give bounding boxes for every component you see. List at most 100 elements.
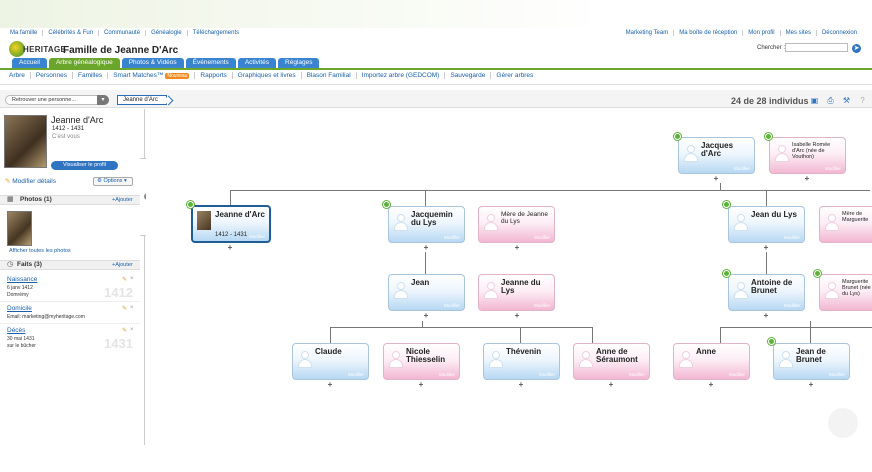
export-icon[interactable]: ▣	[810, 96, 819, 105]
add-relative-icon[interactable]: +	[808, 380, 814, 389]
print-icon[interactable]: ⎙	[827, 96, 834, 105]
person-card-antoine-de-brunet[interactable]: Antoine de Brunet Modifier	[728, 274, 805, 311]
subnav-reports[interactable]: Rapports	[194, 72, 231, 79]
pencil-icon[interactable]: ✎	[122, 328, 128, 334]
match-indicator-icon[interactable]	[768, 338, 775, 345]
person-card-marguerite-brunet[interactable]: Marguerite Brunet (née du Lys)	[819, 274, 872, 311]
tree-connector	[720, 327, 721, 343]
person-card-claude[interactable]: Claude Modifier	[292, 343, 369, 380]
pan-control-icon[interactable]	[828, 408, 858, 438]
female-silhouette-icon	[483, 281, 499, 299]
person-card-nicole-thiesselin[interactable]: Nicole Thiesselin Modifier	[383, 343, 460, 380]
find-person-select[interactable]: Retrouver une personne...▾	[5, 95, 109, 105]
add-relative-icon[interactable]: +	[708, 380, 714, 389]
delete-icon[interactable]: ×	[130, 327, 134, 333]
tab-home[interactable]: Accueil	[12, 58, 47, 68]
pencil-icon[interactable]: ✎	[122, 277, 128, 283]
fact-title-death[interactable]: Décès	[7, 327, 26, 334]
toplink-family[interactable]: Ma famille	[10, 30, 38, 36]
tab-family-tree[interactable]: Arbre généalogique	[48, 58, 120, 68]
options-button[interactable]: ⚙ Options ▾	[93, 177, 133, 186]
myheritage-logo[interactable]: HERITAGE	[9, 41, 66, 57]
female-silhouette-icon	[824, 281, 840, 299]
delete-icon[interactable]: ×	[130, 305, 134, 311]
userlink-profile[interactable]: Mon profil	[742, 30, 779, 36]
subnav-charts-books[interactable]: Graphiques et livres	[231, 72, 301, 79]
search-input[interactable]	[785, 43, 848, 52]
view-profile-button[interactable]: Visualiser le profil	[51, 161, 118, 170]
add-relative-icon[interactable]: +	[518, 380, 524, 389]
person-card-isabelle-romee[interactable]: Isabelle Romée d'Arc (née de Vouthon) Mo…	[769, 137, 846, 174]
person-card-jean-de-brunet[interactable]: Jean de Brunet Modifier	[773, 343, 850, 380]
add-relative-icon[interactable]: +	[327, 380, 333, 389]
person-card-mere-marguerite[interactable]: Mère de Marguerite	[819, 206, 872, 243]
add-relative-icon[interactable]: +	[423, 311, 429, 320]
add-fact-link[interactable]: +Ajouter	[112, 262, 133, 268]
add-relative-icon[interactable]: +	[423, 243, 429, 252]
edit-details-link[interactable]: ✎ Modifier détails	[5, 177, 56, 185]
add-relative-icon[interactable]: +	[713, 174, 719, 183]
tab-activities[interactable]: Activités	[237, 58, 277, 68]
fact-title-birth[interactable]: Naissance	[7, 276, 38, 283]
match-indicator-icon[interactable]	[674, 133, 681, 140]
match-indicator-icon[interactable]	[814, 270, 821, 277]
tab-events[interactable]: Événements	[185, 58, 236, 68]
wrench-icon[interactable]: ⚒	[842, 96, 851, 105]
subnav-coat-of-arms[interactable]: Blason Familial	[300, 72, 356, 79]
userlink-sites[interactable]: Mes sites	[779, 30, 816, 36]
toplink-genealogy[interactable]: Généalogie	[145, 30, 187, 36]
fact-title-residence[interactable]: Domicile	[7, 305, 32, 312]
photo-thumbnail[interactable]	[7, 211, 32, 246]
add-relative-icon[interactable]: +	[514, 243, 520, 252]
delete-icon[interactable]: ×	[130, 276, 134, 282]
subnav-import-gedcom[interactable]: Importez arbre (GEDCOM)	[355, 72, 445, 79]
subnav-backup[interactable]: Sauvegarde	[444, 72, 490, 79]
add-relative-icon[interactable]: +	[608, 380, 614, 389]
userlink-account[interactable]: Marketing Team	[625, 30, 669, 36]
toplink-downloads[interactable]: Téléchargements	[186, 30, 244, 36]
match-indicator-icon[interactable]	[723, 270, 730, 277]
chevron-down-icon[interactable]: ▾	[97, 95, 109, 105]
match-indicator-icon[interactable]	[383, 201, 390, 208]
search-go-icon[interactable]: ➤	[852, 44, 861, 53]
person-card-anne-de-seraumont[interactable]: Anne de Séraumont Modifier	[573, 343, 650, 380]
breadcrumb[interactable]: Jeanne d'Arc	[117, 95, 167, 105]
add-relative-icon[interactable]: +	[514, 311, 520, 320]
match-indicator-icon[interactable]	[765, 133, 772, 140]
add-photo-link[interactable]: +Ajouter	[112, 197, 133, 203]
profile-photo[interactable]	[4, 115, 47, 168]
tab-photos-videos[interactable]: Photos & Vidéos	[121, 58, 184, 68]
help-icon[interactable]: ?	[860, 96, 865, 105]
match-indicator-icon[interactable]	[723, 201, 730, 208]
person-card-jeanne-du-lys[interactable]: Jeanne du Lys Modifier	[478, 274, 555, 311]
add-relative-icon[interactable]: +	[763, 243, 769, 252]
male-silhouette-icon	[683, 144, 699, 162]
pencil-icon[interactable]: ✎	[122, 306, 128, 312]
person-card-jean[interactable]: Jean Modifier	[388, 274, 465, 311]
add-relative-icon[interactable]: +	[804, 174, 810, 183]
family-tree-canvas[interactable]: Jacques d'Arc Modifier + Isabelle Romée …	[146, 109, 872, 445]
userlink-logout[interactable]: Déconnexion	[815, 30, 862, 36]
subnav-people[interactable]: Personnes	[29, 72, 72, 79]
person-card-mere-jeanne-du-lys[interactable]: Mère de Jeanne du Lys Modifier	[478, 206, 555, 243]
add-relative-icon[interactable]: +	[227, 243, 233, 252]
photos-section-header	[0, 195, 140, 205]
person-card-jacques-darc[interactable]: Jacques d'Arc Modifier	[678, 137, 755, 174]
add-relative-icon[interactable]: +	[763, 311, 769, 320]
subnav-manage-trees[interactable]: Gérer arbres	[490, 72, 538, 79]
person-card-anne[interactable]: Anne Modifier	[673, 343, 750, 380]
subnav-tree[interactable]: Arbre	[9, 72, 25, 79]
toplink-community[interactable]: Communauté	[98, 30, 145, 36]
person-card-jeanne-darc[interactable]: Jeanne d'Arc 1412 - 1431 Modifier	[191, 205, 271, 243]
match-indicator-icon[interactable]	[187, 201, 194, 208]
subnav-families[interactable]: Familles	[71, 72, 107, 79]
person-card-jacquemin-du-lys[interactable]: Jacquemin du Lys Modifier	[388, 206, 465, 243]
tab-settings[interactable]: Réglages	[278, 58, 320, 68]
userlink-inbox[interactable]: Ma boîte de réception	[673, 30, 742, 36]
add-relative-icon[interactable]: +	[418, 380, 424, 389]
toplink-celebrities[interactable]: Célébrités & Fun	[42, 30, 98, 36]
person-card-jean-du-lys[interactable]: Jean du Lys Modifier	[728, 206, 805, 243]
all-photos-link[interactable]: Afficher toutes les photos	[9, 248, 71, 254]
person-card-thevenin[interactable]: Thévenin Modifier	[483, 343, 560, 380]
